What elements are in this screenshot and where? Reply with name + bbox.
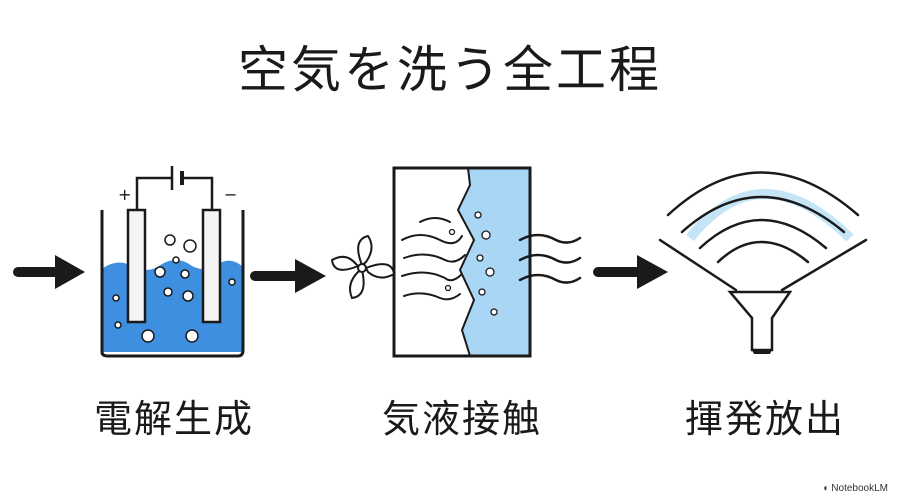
volatile-release-icon [658, 171, 868, 354]
watermark-text: NotebookLM [831, 483, 888, 494]
page-title: 空気を洗う全工程 [238, 41, 662, 99]
arrow-icon-1 [13, 255, 85, 289]
electrolysis-cell-icon: + − [100, 166, 245, 358]
step-label-volatile-release: 揮発放出 [684, 397, 845, 441]
step-label-gas-liquid-contact: 気液接触 [381, 397, 542, 441]
gas-liquid-contact-icon [330, 166, 582, 358]
step-label-electrolysis: 電解生成 [93, 397, 254, 441]
watermark: ◖ NotebookLM [822, 483, 888, 494]
arrow-icon-3 [593, 255, 668, 289]
arrow-icon-2 [250, 259, 326, 293]
positive-sign: + [118, 185, 131, 204]
notebooklm-logo-icon: ◖ [822, 483, 829, 494]
negative-sign: − [224, 185, 237, 204]
fan-icon [330, 234, 396, 300]
